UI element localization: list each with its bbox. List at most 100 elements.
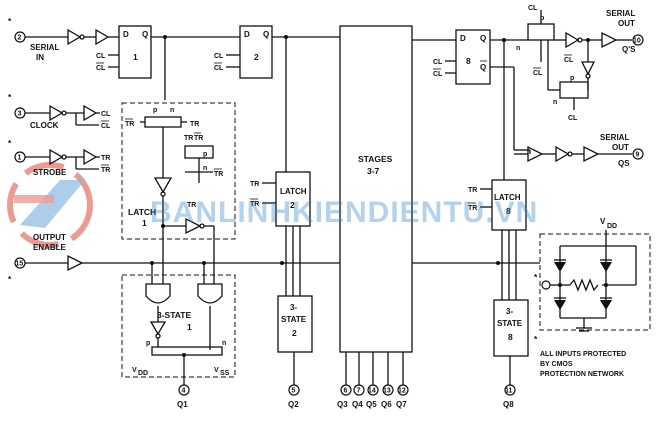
svg-text:TR: TR — [468, 205, 477, 212]
serial-in-input: * 2 SERIAL IN — [8, 16, 119, 62]
output-serial-out-qs: SERIAL OUT QS 9 — [600, 133, 644, 168]
svg-text:CL: CL — [101, 123, 111, 130]
svg-text:n: n — [170, 107, 174, 114]
svg-text:BY CMOS: BY CMOS — [540, 361, 573, 368]
svg-text:LATCH: LATCH — [128, 207, 156, 217]
svg-text:1: 1 — [133, 52, 138, 62]
svg-text:n: n — [203, 165, 207, 172]
svg-text:STATE: STATE — [281, 315, 307, 324]
output-q8: 11 Q8 — [503, 384, 516, 409]
svg-text:8: 8 — [506, 206, 511, 216]
svg-text:1: 1 — [142, 218, 147, 228]
svg-text:V: V — [600, 217, 606, 226]
output-q5: 14 Q5 — [366, 384, 379, 409]
svg-text:CL: CL — [96, 65, 106, 72]
svg-text:Q: Q — [263, 30, 269, 39]
strobe-input: * 1 STROBE TR TR — [8, 138, 110, 177]
svg-text:n: n — [516, 45, 520, 52]
output-q3: 6 Q3 — [337, 384, 352, 409]
serial-out-qs-prime-path: CL p n CL CL p n CL — [516, 5, 632, 122]
stages-3-7-block: STAGES 3-7 — [339, 25, 413, 385]
clock-input: * 3 CLOCK CL CL — [8, 92, 111, 130]
serial-in-label-2: IN — [36, 53, 44, 62]
svg-text:OUT: OUT — [618, 19, 635, 28]
svg-text:*: * — [534, 272, 538, 282]
svg-text:OUTPUT: OUTPUT — [33, 233, 66, 242]
svg-text:p: p — [540, 15, 544, 22]
svg-text:CL: CL — [568, 115, 578, 122]
svg-text:7: 7 — [357, 388, 361, 395]
output-enable-input: OUTPUT ENABLE 15 * — [8, 233, 540, 284]
svg-text:n: n — [553, 99, 557, 106]
flip-flop-2: D Q 2 CL CL — [214, 25, 273, 79]
svg-text:*: * — [8, 92, 12, 102]
svg-text:CL: CL — [214, 65, 224, 72]
svg-text:n: n — [222, 340, 226, 347]
svg-text:Q'S: Q'S — [622, 45, 636, 54]
svg-text:CL: CL — [96, 53, 106, 60]
svg-text:10: 10 — [633, 38, 641, 45]
svg-text:TR: TR — [250, 181, 259, 188]
svg-text:15: 15 — [16, 261, 24, 268]
svg-text:p: p — [570, 75, 574, 82]
svg-text:CL: CL — [564, 57, 574, 64]
svg-text:CL: CL — [433, 71, 443, 78]
svg-text:V: V — [132, 367, 137, 374]
svg-text:CL: CL — [433, 59, 443, 66]
svg-text:3-: 3- — [506, 307, 513, 316]
svg-text:CL: CL — [528, 5, 538, 12]
svg-text:STATE: STATE — [497, 319, 523, 328]
svg-text:*: * — [534, 334, 538, 344]
svg-text:8: 8 — [508, 332, 513, 342]
output-q2: 5 Q2 — [288, 384, 300, 409]
serial-in-label-1: SERIAL — [30, 43, 59, 52]
svg-text:3: 3 — [18, 111, 22, 118]
output-q7: 12 Q7 — [396, 384, 409, 409]
svg-text:TR: TR — [101, 155, 110, 162]
svg-text:Q4: Q4 — [352, 400, 363, 409]
svg-text:13: 13 — [383, 388, 391, 395]
svg-text:14: 14 — [368, 388, 376, 395]
svg-text:CLOCK: CLOCK — [30, 121, 59, 130]
svg-text:Q: Q — [480, 34, 486, 43]
svg-text:OUT: OUT — [612, 143, 629, 152]
svg-text:p: p — [203, 151, 207, 158]
svg-text:SERIAL: SERIAL — [606, 9, 635, 18]
svg-text:12: 12 — [398, 388, 406, 395]
svg-text:*: * — [8, 138, 12, 148]
svg-text:Q5: Q5 — [366, 400, 377, 409]
svg-text:Q: Q — [142, 30, 148, 39]
svg-text:Q6: Q6 — [381, 400, 392, 409]
svg-text:Q3: Q3 — [337, 400, 348, 409]
svg-text:3-: 3- — [290, 303, 297, 312]
three-state-1-detail: 3-STATE 1 p n V DD V SS — [121, 262, 236, 385]
svg-text:4: 4 — [182, 388, 186, 395]
svg-text:ENABLE: ENABLE — [33, 243, 67, 252]
svg-text:p: p — [146, 340, 150, 347]
svg-text:PROTECTION NETWORK: PROTECTION NETWORK — [540, 371, 624, 378]
svg-text:STAGES: STAGES — [358, 154, 393, 164]
svg-text:Q7: Q7 — [396, 400, 407, 409]
svg-text:LATCH: LATCH — [280, 187, 307, 196]
latch-2: LATCH 2 TR TR — [250, 171, 311, 296]
svg-text:D: D — [244, 30, 250, 39]
svg-text:TR: TR — [214, 171, 223, 178]
svg-text:ALL INPUTS PROTECTED: ALL INPUTS PROTECTED — [540, 351, 626, 358]
svg-text:11: 11 — [505, 388, 513, 395]
latch-1-detail: TR TR p n TR TR p n TR LATCH 1 TR — [121, 102, 236, 262]
svg-text:DD: DD — [138, 370, 148, 377]
svg-text:DD: DD — [607, 223, 617, 230]
svg-text:SERIAL: SERIAL — [600, 133, 629, 142]
watermark-logo — [7, 162, 93, 248]
flip-flop-1: D Q 1 CL CL — [96, 25, 152, 79]
svg-text:D: D — [123, 30, 129, 39]
svg-text:LATCH: LATCH — [494, 193, 521, 202]
svg-text:8: 8 — [466, 56, 471, 66]
protection-network: V DD * * ALL INPUTS PROTECTED BY CMOS PR… — [534, 217, 651, 378]
protected-mark: * — [8, 16, 12, 26]
three-state-8: 3- STATE 8 — [493, 299, 529, 385]
svg-text:2: 2 — [292, 328, 297, 338]
svg-text:TR: TR — [194, 135, 203, 142]
svg-text:Q2: Q2 — [288, 400, 299, 409]
svg-text:TR: TR — [184, 135, 193, 142]
